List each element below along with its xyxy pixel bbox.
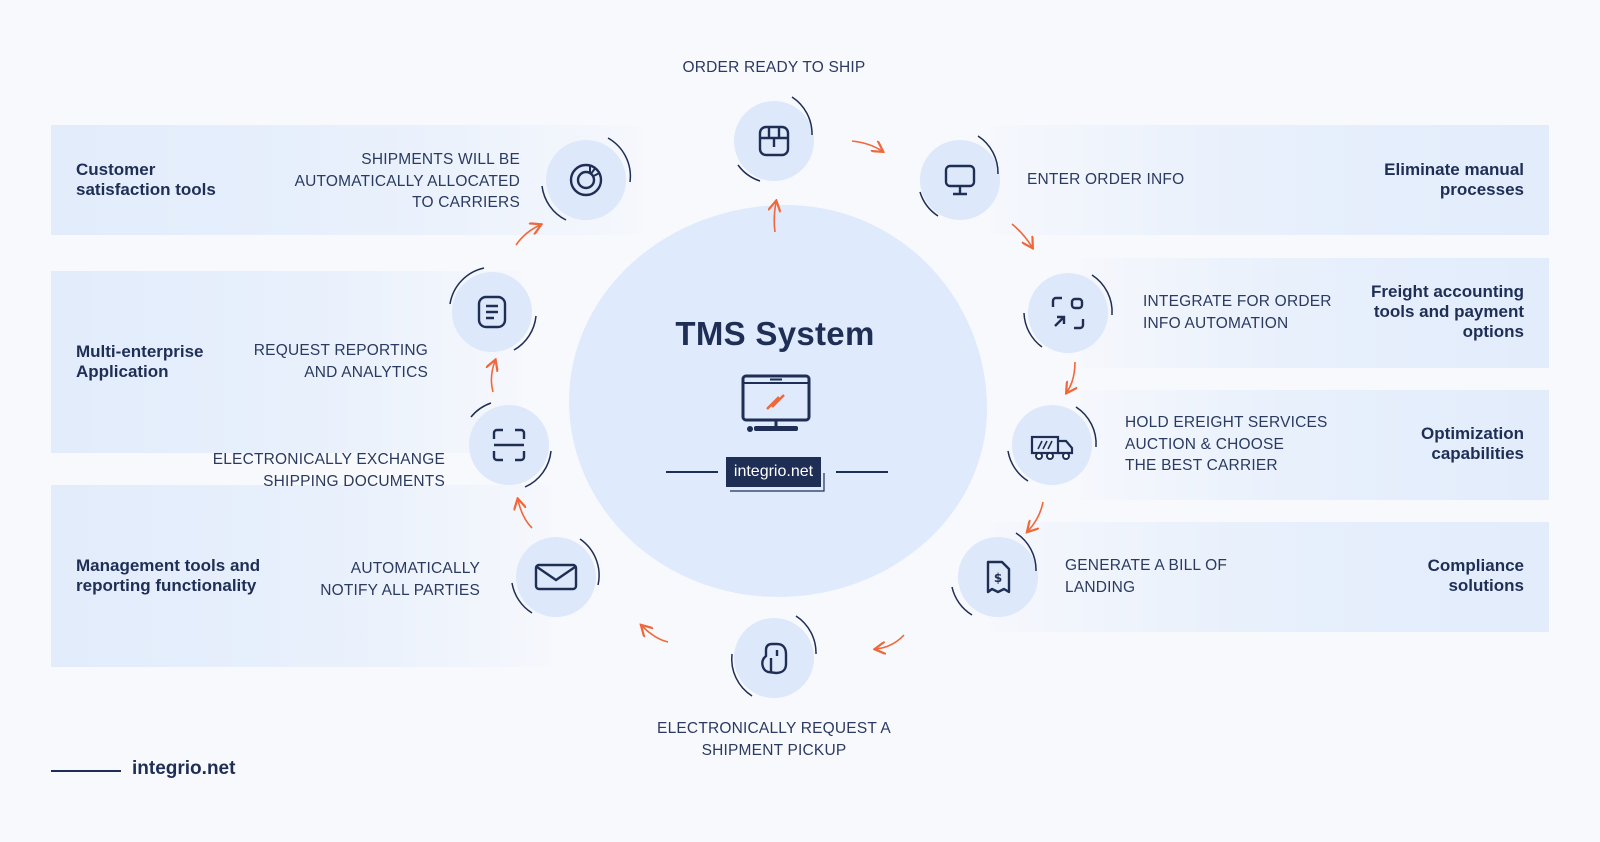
- arrow-3: [1067, 361, 1075, 392]
- arrow-6: [642, 626, 669, 643]
- computer-icon: [741, 374, 811, 432]
- band-optimization: [1080, 390, 1549, 500]
- benefit-compliance: Compliance solutions: [1427, 556, 1524, 595]
- truck-icon: [1030, 435, 1074, 460]
- invoice-icon: $: [986, 560, 1011, 594]
- step-bill-of-landing-circle: $: [951, 532, 1038, 617]
- footer-brand: integrio.net: [132, 758, 236, 779]
- svg-text:$: $: [994, 571, 1002, 585]
- step-integrate-label: INTEGRATE FOR ORDER INFO AUTOMATION: [1143, 293, 1332, 332]
- step-order-ready-circle: [734, 96, 814, 182]
- step-freight-auction-label: HOLD EREIGHT SERVICES AUCTION & CHOOSE T…: [1125, 414, 1328, 474]
- step-exchange-docs-label: ELECTRONICALLY EXCHANGE SHIPPING DOCUMEN…: [212, 451, 445, 490]
- benefit-customer-satisfaction: Customer satisfaction tools: [76, 160, 216, 199]
- band-eliminate-manual: [990, 125, 1549, 235]
- hand-icon: [761, 642, 788, 675]
- step-enter-order-label: ENTER ORDER INFO: [1027, 171, 1185, 188]
- band-freight-accounting: [1080, 258, 1549, 368]
- step-order-ready-label: ORDER READY TO SHIP: [682, 59, 866, 76]
- band-multi-enterprise: [51, 271, 521, 453]
- scan-arrow-icon: [1051, 296, 1085, 330]
- benefit-freight-accounting: Freight accounting tools and payment opt…: [1371, 282, 1524, 341]
- document-icon: [477, 295, 507, 329]
- benefit-multi-enterprise: Multi-enterprise Application: [76, 342, 204, 381]
- box-icon: [758, 125, 790, 157]
- monitor-icon: [944, 164, 976, 196]
- step-enter-order-circle: [919, 135, 1000, 220]
- step-freight-auction-circle: [1007, 405, 1097, 485]
- step-allocate-label: SHIPMENTS WILL BE AUTOMATICALLY ALLOCATE…: [294, 151, 520, 211]
- band-compliance: [990, 522, 1549, 632]
- band-management-tools: [51, 485, 551, 667]
- step-reporting-circle: [449, 267, 537, 352]
- pie-chart-icon: [569, 163, 603, 197]
- benefit-management-tools: Management tools and reporting functiona…: [76, 556, 261, 595]
- envelope-icon: [534, 563, 578, 591]
- step-notify-label: AUTOMATICALLY NOTIFY ALL PARTIES: [320, 560, 480, 599]
- step-allocate-circle: [541, 137, 632, 221]
- arrow-1: [851, 140, 882, 151]
- step-pickup-label: ELECTRONICALLY REQUEST A SHIPMENT PICKUP: [657, 720, 891, 759]
- scan-frame-icon: [492, 428, 526, 462]
- brand-badge: integrio.net: [726, 457, 821, 487]
- step-reporting-label: REQUEST REPORTING AND ANALYTICS: [253, 342, 428, 381]
- badge-corner-accent: [730, 473, 825, 492]
- benefit-optimization: Optimization capabilities: [1421, 424, 1524, 463]
- center-title: TMS System: [675, 315, 875, 352]
- benefit-eliminate-manual: Eliminate manual processes: [1384, 160, 1524, 199]
- step-bill-of-landing-label: GENERATE A BILL OF LANDING: [1065, 557, 1228, 596]
- footer-line: [51, 770, 121, 772]
- step-exchange-docs-circle: [469, 402, 552, 488]
- brand-line-left: [666, 471, 718, 473]
- arrow-5: [876, 634, 905, 649]
- step-notify-circle: [511, 537, 600, 617]
- brand-line-right: [836, 471, 888, 473]
- step-integrate-circle: [1023, 273, 1113, 353]
- step-pickup-circle: [730, 615, 817, 698]
- band-customer-satisfaction: [51, 125, 641, 235]
